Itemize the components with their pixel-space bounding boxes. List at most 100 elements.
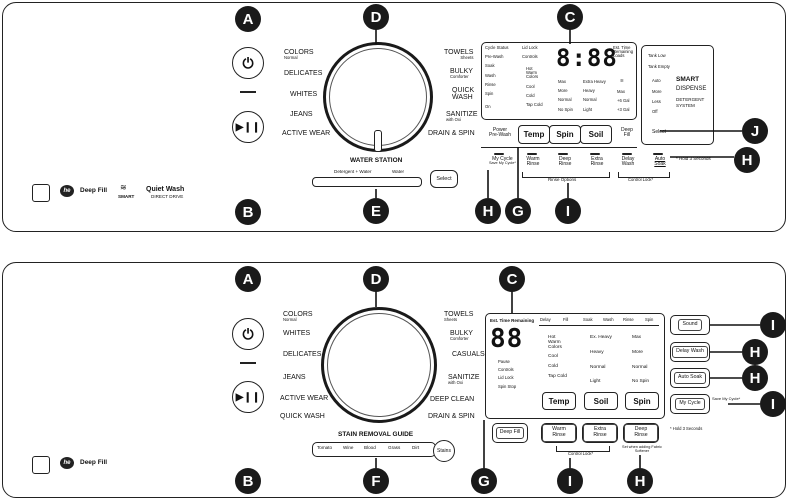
direct-drive-label: DIRECT DRIVE xyxy=(151,194,184,199)
callout-i2-bottom: I xyxy=(760,312,786,338)
temp-options-column: Hot Warm Colors Cool Cold Tap Cold xyxy=(548,335,567,379)
my-cycle-button[interactable]: My Cycle Save My Cycle* xyxy=(489,156,516,165)
energy-star-icon xyxy=(32,184,50,202)
soil-button[interactable]: Soil xyxy=(580,125,612,144)
phase-fill: Fill xyxy=(563,317,569,322)
smart-select-button[interactable]: Select xyxy=(652,129,666,135)
stain-wine: Wine xyxy=(343,445,354,450)
callout-b-bottom: B xyxy=(235,468,261,494)
spin-button[interactable]: Spin xyxy=(625,392,659,410)
extra-rinse-button[interactable]: Extra Rinse xyxy=(582,423,618,443)
delay-wash-indicator xyxy=(622,153,632,155)
wifi-icon: ≋ xyxy=(120,183,127,192)
phase-bar xyxy=(539,325,659,326)
callout-c-top: C xyxy=(557,4,583,30)
sound-button[interactable]: Sound xyxy=(670,315,710,335)
water-option-detergent: Detergent + Water xyxy=(334,169,372,174)
dial-pointer xyxy=(374,130,382,152)
smart-logo: SMART xyxy=(118,194,135,199)
smart-dispense-title: SMART xyxy=(676,76,700,83)
control-lock-bracket xyxy=(556,446,610,452)
soil-button[interactable]: Soil xyxy=(584,392,618,410)
power-button-bottom[interactable]: ⏻ xyxy=(232,318,264,350)
power-button[interactable]: ⏻ xyxy=(232,47,264,79)
he-logo: he xyxy=(60,185,74,197)
cycle-delicates: DELICATES xyxy=(283,351,322,358)
power-icon: ⏻ xyxy=(242,54,254,71)
callout-h2-bottom: H xyxy=(742,339,768,365)
warm-rinse-button[interactable]: Warm Rinse xyxy=(526,156,540,167)
quiet-wash-logo: Quiet Wash xyxy=(146,186,185,193)
callout-d-bottom: D xyxy=(363,266,389,292)
callout-h-top: H xyxy=(475,198,501,224)
callout-b-top: B xyxy=(235,199,261,225)
deep-rinse-button[interactable]: Deep Rinse xyxy=(623,423,659,443)
callout-h2-top: H xyxy=(734,147,760,173)
cycle-status-column: Cycle Status Pre-Wash Soak Wash Rinse Sp… xyxy=(485,45,509,110)
callout-c-bottom: C xyxy=(499,266,525,292)
deep-fill-button[interactable]: Deep Fill xyxy=(621,127,633,138)
cycle-active-wear: ACTIVE WEAR xyxy=(282,130,331,137)
power-indicator xyxy=(240,91,256,93)
deep-fill-logo: Deep Fill xyxy=(80,187,108,194)
phase-rinse: Rinse xyxy=(623,317,634,322)
spin-options-column: Max More Normal No Spin xyxy=(558,79,573,112)
phase-delay: Delay xyxy=(540,317,551,322)
extra-rinse-button[interactable]: Extra Rinse xyxy=(590,156,604,167)
cycle-whites: WHITES xyxy=(290,91,318,98)
my-cycle-indicator xyxy=(494,153,504,155)
cycle-dial-bottom[interactable] xyxy=(321,307,437,423)
callout-i3-bottom: I xyxy=(760,391,786,417)
tank-status-column: Tank Low Tank Empty Auto More Less Off xyxy=(648,53,670,115)
stains-button[interactable]: Stains xyxy=(433,440,455,462)
deep-rinse-button[interactable]: Deep Rinse xyxy=(558,156,572,167)
detergent-system-label2: SYSTEM xyxy=(676,103,695,108)
delay-wash-button[interactable]: Delay Wash xyxy=(670,342,710,362)
control-lock-bracket xyxy=(618,172,670,178)
extra-rinse-indicator xyxy=(590,153,600,155)
start-pause-button-bottom[interactable]: ▶❙❙ xyxy=(232,381,264,413)
deep-fill-button[interactable]: Deep Fill xyxy=(492,423,528,443)
play-pause-icon: ▶❙❙ xyxy=(235,121,261,133)
stain-grass: Grass xyxy=(388,445,401,450)
power-indicator-bottom xyxy=(240,362,256,364)
key-divider xyxy=(481,147,637,148)
auto-soak-button[interactable]: Auto Soak xyxy=(670,368,710,388)
detergent-system-label: DETERGENT xyxy=(676,97,705,102)
water-station-title: WATER STATION xyxy=(350,157,403,164)
smart-dispense-panel xyxy=(641,45,714,145)
control-lock-label: Control Lock* xyxy=(568,451,594,456)
deep-rinse-note: Set when adding Fabric Softener xyxy=(622,445,662,453)
callout-a-top: A xyxy=(235,6,261,32)
delay-wash-button[interactable]: Delay Wash xyxy=(621,156,635,167)
cycle-jeans: JEANS xyxy=(283,374,306,381)
callout-g-bottom: G xyxy=(471,468,497,494)
rinse-options-label: Rinse Options xyxy=(548,177,577,182)
stain-guide-title: STAIN REMOVAL GUIDE xyxy=(338,431,414,438)
callout-h3-bottom: H xyxy=(742,365,768,391)
power-prewash-label[interactable]: Power Pre-Wash xyxy=(489,127,512,138)
my-cycle-button[interactable]: My Cycle xyxy=(670,394,710,414)
cycle-deep-clean: DEEP CLEAN xyxy=(430,396,475,403)
deep-rinse-indicator xyxy=(558,153,568,155)
auto-soak-indicator xyxy=(653,153,663,155)
callout-g-top: G xyxy=(505,198,531,224)
callout-j-top: J xyxy=(742,118,768,144)
auto-soak-button[interactable]: Auto Soak xyxy=(654,156,666,167)
deep-fill-logo: Deep Fill xyxy=(80,459,108,466)
start-pause-button[interactable]: ▶❙❙ xyxy=(232,111,264,143)
phase-wash: Wash xyxy=(603,317,614,322)
energy-star-icon xyxy=(32,456,50,474)
soil-options-column: Ex. Heavy Heavy Normal Light xyxy=(590,335,612,385)
est-time-label: Est. Time Remaining xyxy=(490,318,535,323)
temp-button[interactable]: Temp xyxy=(542,392,576,410)
callout-e-top: E xyxy=(363,198,389,224)
power-icon: ⏻ xyxy=(242,325,254,342)
water-select-button[interactable]: Select xyxy=(430,170,458,188)
warm-rinse-button[interactable]: Warm Rinse xyxy=(541,423,577,443)
cycle-delicates: DELICATES xyxy=(284,70,323,77)
cycle-drain-spin: DRAIN & SPIN xyxy=(428,413,475,420)
